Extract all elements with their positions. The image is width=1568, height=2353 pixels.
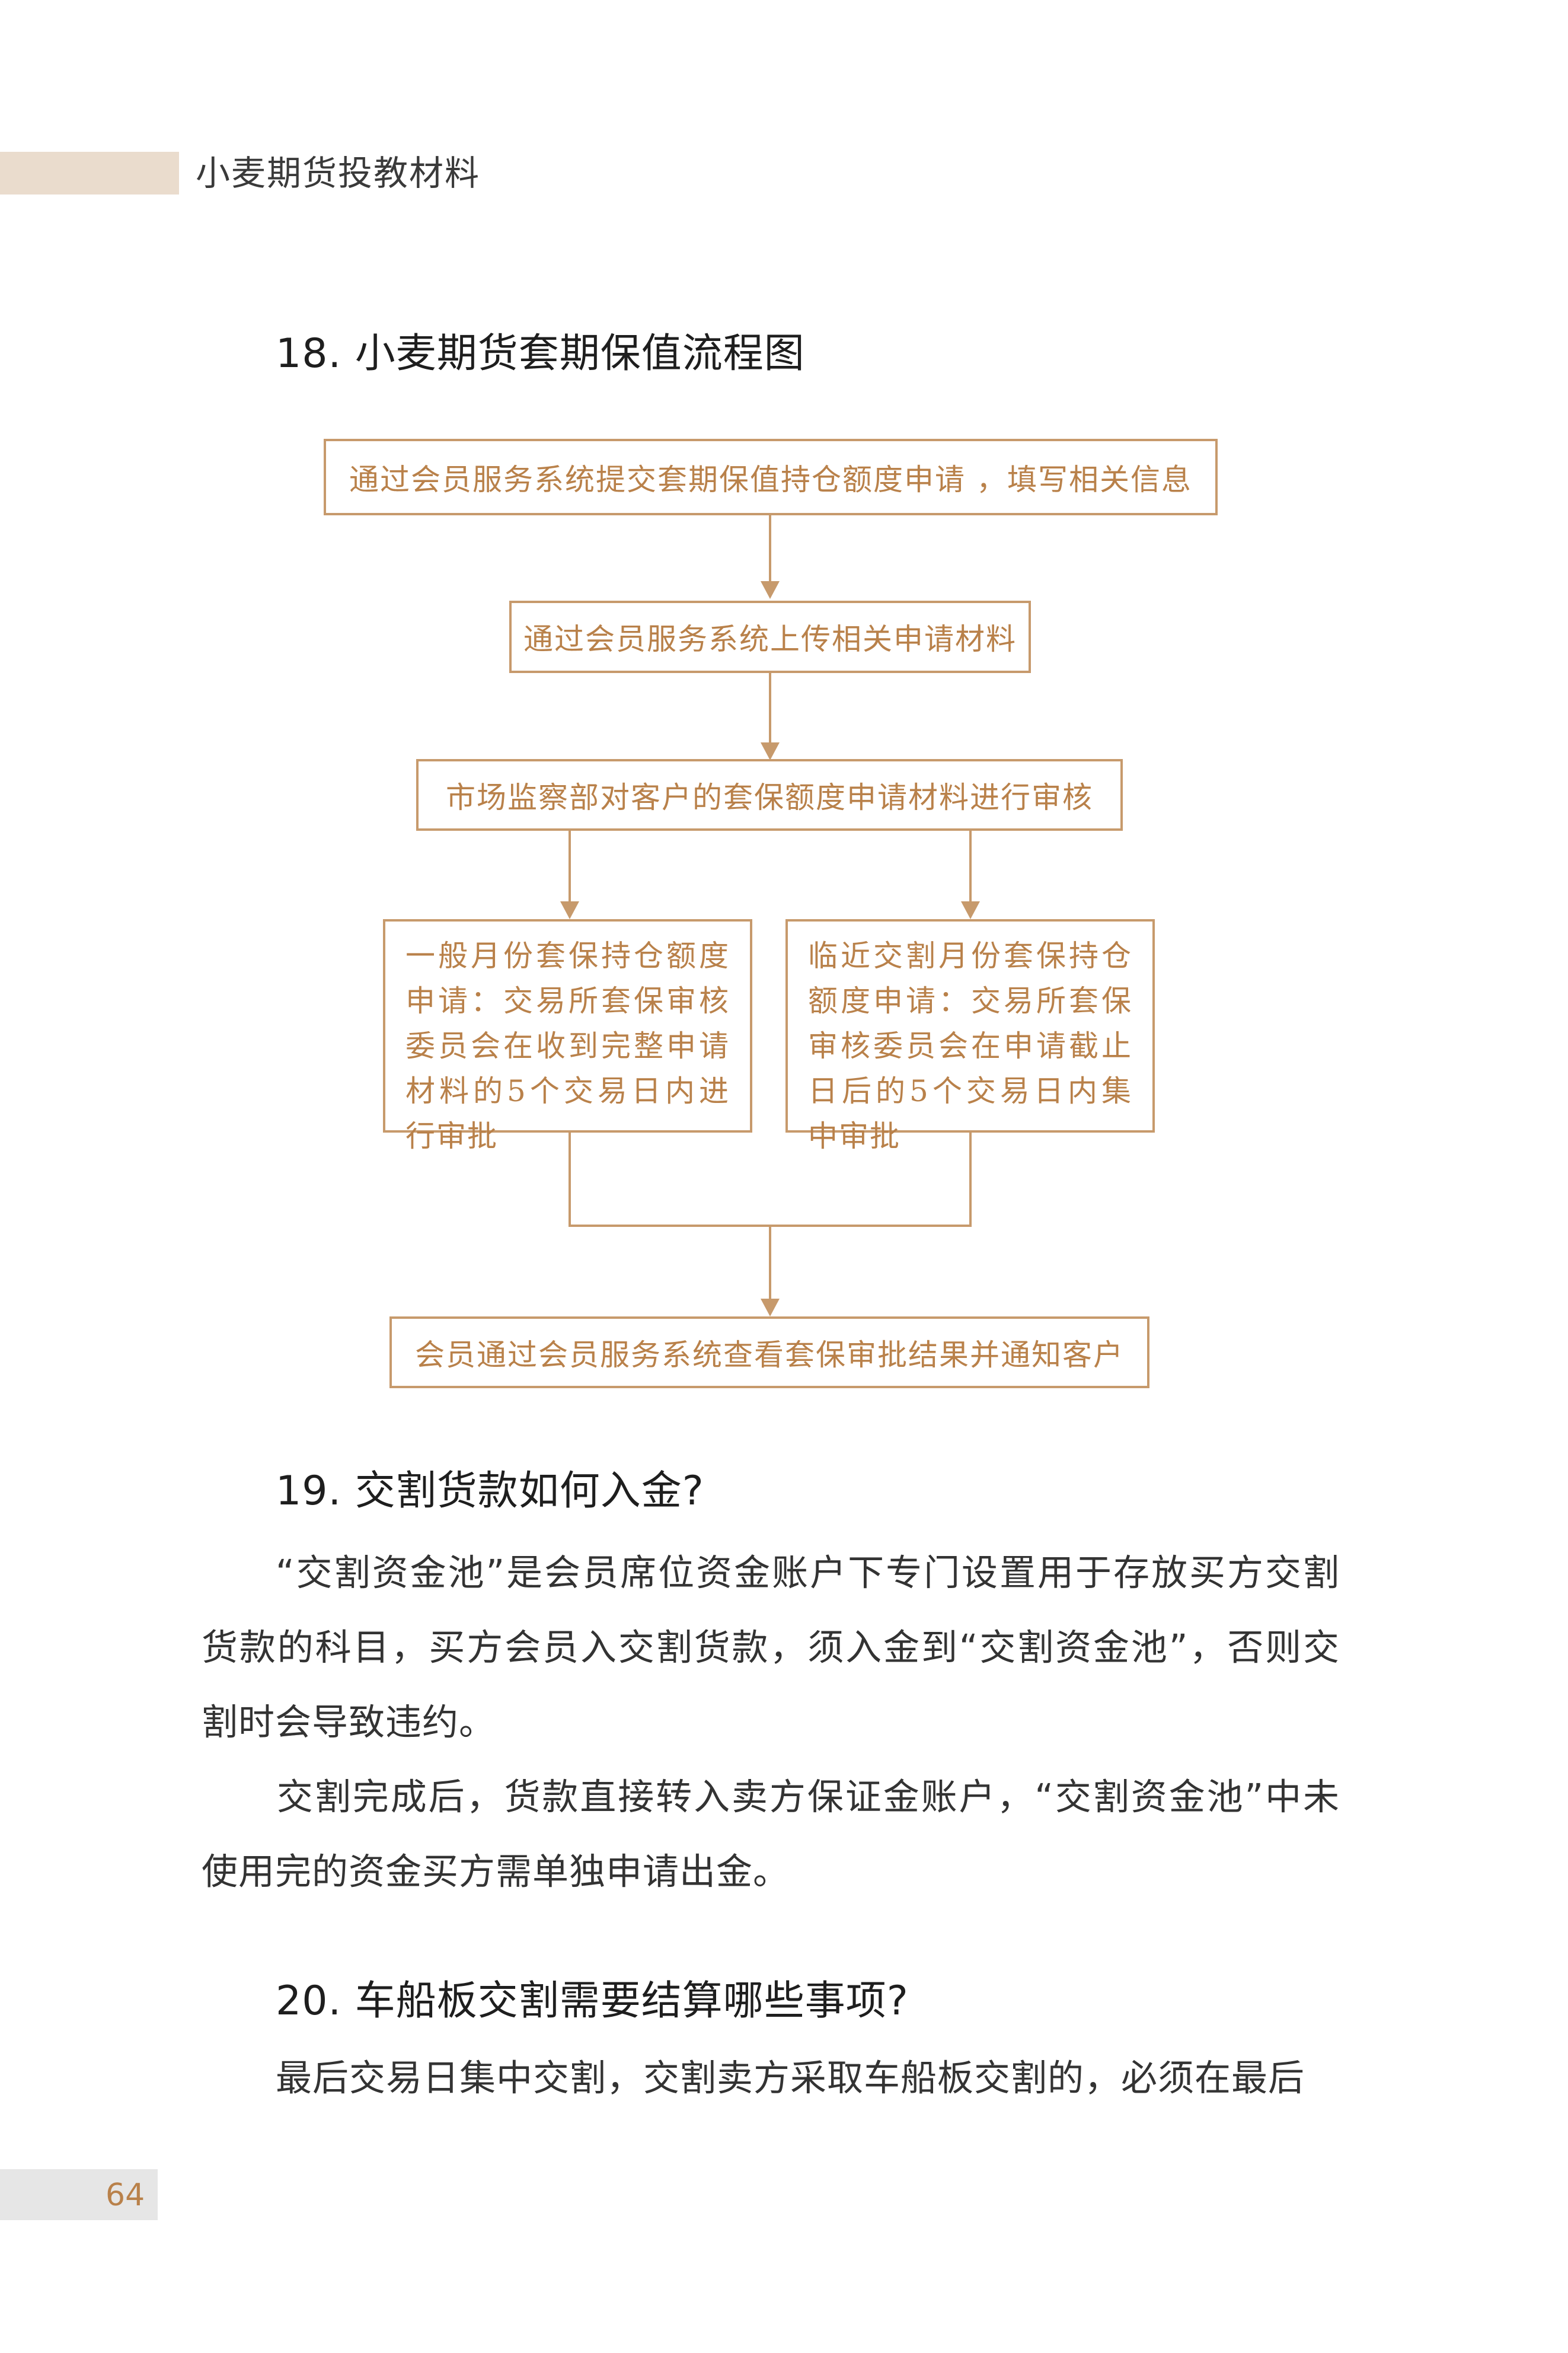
section-20-heading: 20. 车船板交割需要结算哪些事项? (276, 1978, 909, 2024)
section-19-heading: 19. 交割货款如何入金? (276, 1468, 704, 1515)
running-header-title: 小麦期货投教材料 (196, 153, 481, 193)
section-19-paragraph-1: “交割资金池”是会员席位资金账户下专门设置用于存放买方交割货款的科目，买方会员入… (202, 1552, 1340, 1743)
section-19-paragraph-2: 交割完成后，货款直接转入卖方保证金账户，“交割资金池”中未使用完的资金买方需单独… (202, 1776, 1340, 1893)
section-20-paragraph-1: 最后交易日集中交割，交割卖方采取车船板交割的，必须在最后 (276, 2057, 1305, 2099)
page-number-bar (0, 2169, 158, 2220)
flowchart-step-review: 市场监察部对客户的套保额度申请材料进行审核 (416, 759, 1123, 831)
flowchart-step-upload-materials: 通过会员服务系统上传相关申请材料 (509, 601, 1031, 673)
connector-merge (569, 1133, 972, 1227)
arrowhead-right (961, 901, 980, 919)
header-accent-bar (0, 152, 179, 195)
arrowhead-1 (761, 581, 780, 599)
arrowhead-2 (761, 742, 780, 760)
arrowhead-left (560, 901, 579, 919)
flowchart-step-submit-application: 通过会员服务系统提交套期保值持仓额度申请 ，填写相关信息 (324, 439, 1218, 515)
flowchart-branch-near-delivery-month: 临近交割月份套保持仓额度申请：交易所套保审核委员会在申请截止日后的5个交易日内集… (785, 919, 1155, 1153)
page-number: 64 (106, 2177, 145, 2213)
flowchart-step-notify-client: 会员通过会员服务系统查看套保审批结果并通知客户 (389, 1316, 1149, 1388)
arrowhead-final (761, 1299, 780, 1316)
section-18-heading: 18. 小麦期货套期保值流程图 (276, 330, 805, 377)
flowchart-branch-general-month: 一般月份套保持仓额度申请：交易所套保审核委员会在收到完整申请材料的5个交易日内进… (383, 919, 752, 1153)
